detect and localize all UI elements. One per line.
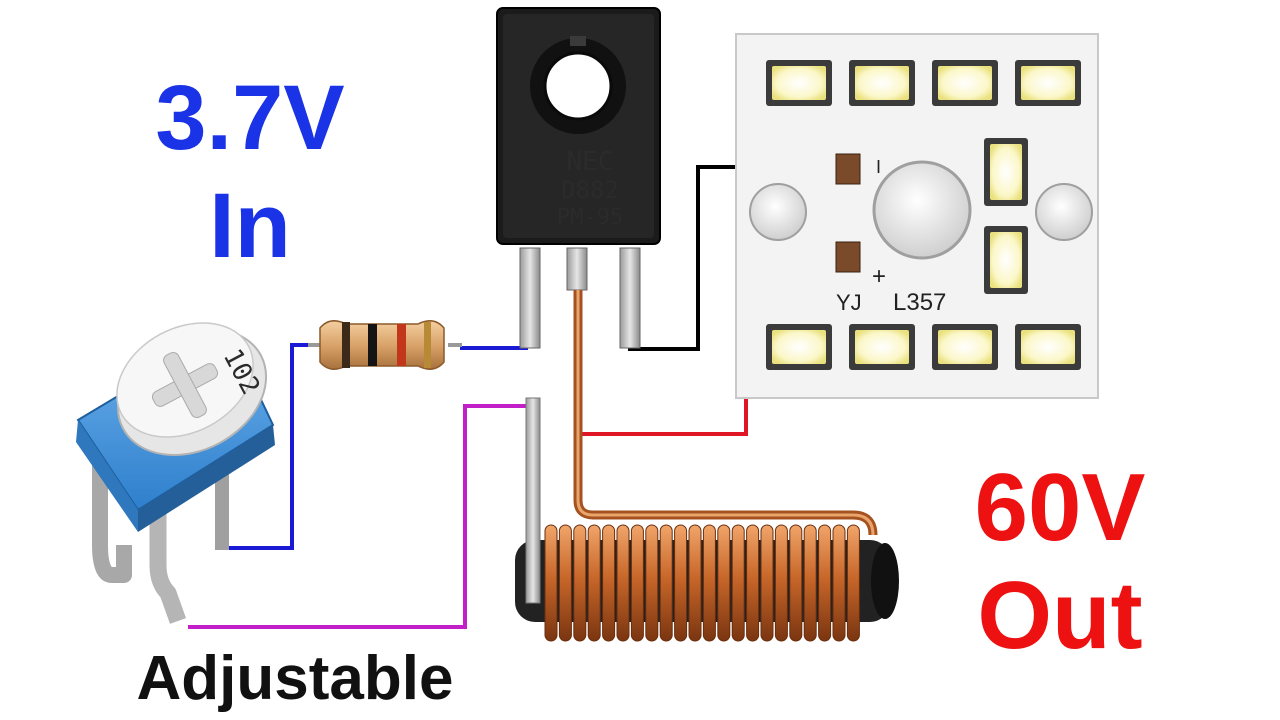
coil-turn: [760, 524, 774, 642]
transistor-marking-3: PM-95: [557, 205, 623, 230]
coil-turn: [774, 524, 788, 642]
coil-turn: [717, 524, 731, 642]
coil-turn: [544, 524, 558, 642]
led-board: I + YJ L357: [735, 33, 1099, 399]
output-word-label: Out: [977, 562, 1143, 669]
led-plus-mark: +: [872, 263, 886, 290]
coil-turn: [846, 524, 860, 642]
coil-turn: [558, 524, 572, 642]
coil-turn: [674, 524, 688, 642]
coil-turn: [602, 524, 616, 642]
transistor-marking-1: NEC: [567, 147, 614, 177]
coil-turn: [832, 524, 846, 642]
input-voltage-label: 3.7V: [155, 67, 345, 169]
coil-turn: [587, 524, 601, 642]
coil-turn: [731, 524, 745, 642]
coil-turn: [746, 524, 760, 642]
transistor: NEC D882 PM-95: [496, 7, 661, 349]
potentiometer: 102: [76, 322, 275, 624]
coil-turn: [645, 524, 659, 642]
coil-turn: [659, 524, 673, 642]
coil-turn: [789, 524, 803, 642]
blue-wire-pot: [222, 343, 318, 550]
coil-turn: [573, 524, 587, 642]
transistor-marking-2: D882: [561, 176, 619, 204]
adjustable-label: Adjustable: [136, 644, 454, 713]
magenta-wire: [188, 404, 530, 629]
coil-turn: [616, 524, 630, 642]
inductor-coil: [515, 290, 899, 642]
coil-turn: [818, 524, 832, 642]
led-minus-mark: I: [876, 157, 881, 177]
coil-turn: [630, 524, 644, 642]
led-model-text: L357: [893, 289, 946, 316]
output-voltage-label: 60V: [974, 454, 1146, 561]
coil-turn: [803, 524, 817, 642]
led-maker-text: YJ: [836, 290, 862, 315]
input-word-label: In: [209, 175, 291, 277]
coil-turn: [702, 524, 716, 642]
coil-turn: [688, 524, 702, 642]
resistor: [308, 320, 462, 370]
